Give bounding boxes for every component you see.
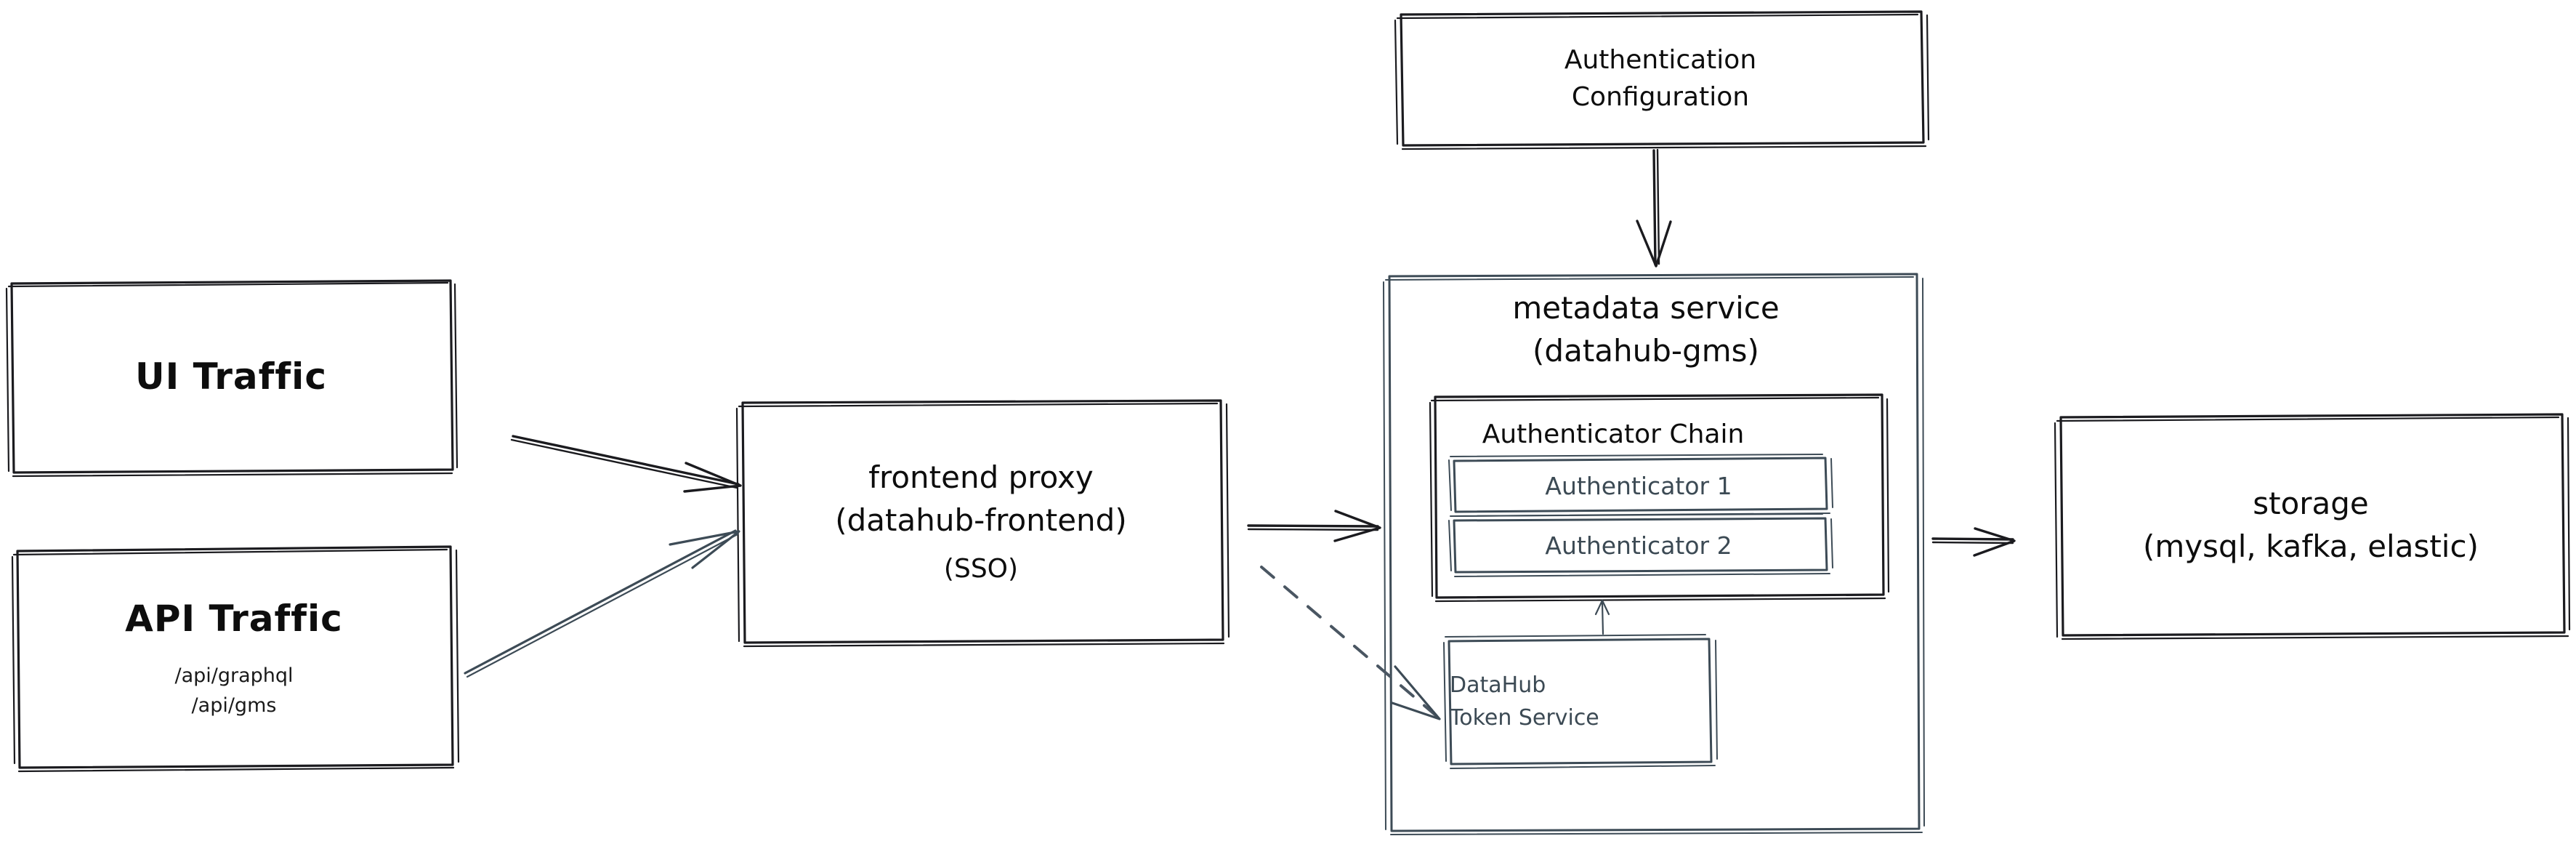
token-service-box[interactable]	[1443, 634, 1718, 769]
authenticator-1-box[interactable]	[1448, 454, 1833, 517]
arrow-token-service-to-chain	[1594, 599, 1610, 635]
arrow-ui-to-frontend	[510, 435, 742, 493]
arrow-frontend-to-token-service	[1260, 566, 1441, 720]
arrow-api-to-frontend	[464, 529, 740, 678]
auth-config-box[interactable]	[1394, 10, 1930, 150]
arrow-metadata-to-storage	[1931, 527, 2016, 557]
ui-traffic-box[interactable]	[5, 279, 459, 478]
arrow-auth-config-to-metadata	[1636, 148, 1672, 268]
storage-box[interactable]	[2054, 413, 2571, 640]
frontend-proxy-box[interactable]	[735, 399, 1230, 648]
arrow-frontend-to-metadata	[1247, 510, 1381, 542]
api-traffic-box[interactable]	[11, 545, 460, 773]
authenticator-2-box[interactable]	[1448, 513, 1833, 577]
